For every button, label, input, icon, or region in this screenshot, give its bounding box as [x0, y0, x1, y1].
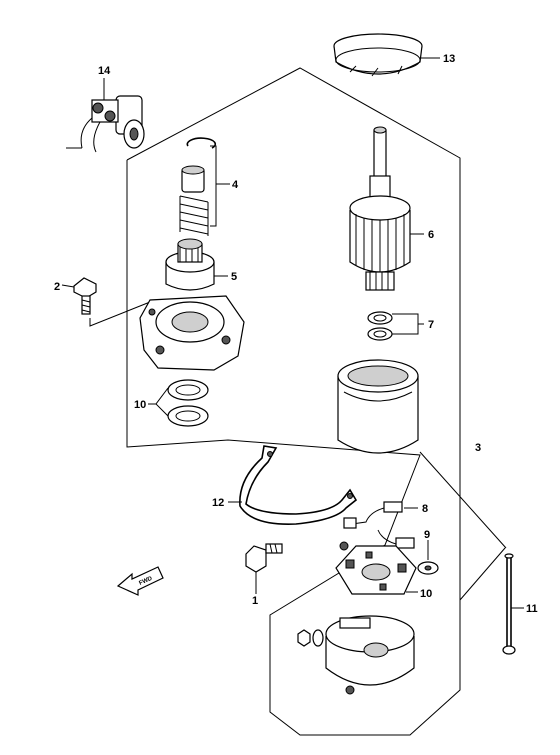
callout-2: 2	[54, 281, 60, 293]
forward-arrow-label: FWD	[138, 576, 154, 587]
front-bracket	[139, 295, 245, 371]
yoke-field-frame	[337, 359, 419, 454]
part-1-bolt	[245, 543, 283, 573]
part-4-stop-collar-spring	[179, 137, 217, 236]
part-2-bolt	[73, 277, 97, 315]
assembly-boundary-line	[126, 67, 461, 736]
callout-4: 4	[232, 179, 239, 191]
callout-10-lower: 10	[420, 588, 432, 600]
callout-10-upper: 10	[134, 399, 146, 411]
callout-3: 3	[475, 442, 481, 454]
callout-8: 8	[422, 503, 428, 515]
callout-6: 6	[428, 229, 434, 241]
callout-9: 9	[424, 529, 430, 541]
part-7-washers	[367, 311, 393, 341]
callout-1: 1	[252, 595, 258, 607]
part-14-solenoid	[66, 95, 145, 153]
callout-5: 5	[231, 271, 237, 283]
part-10-washers-upper	[167, 379, 209, 427]
rear-end-cover	[325, 615, 415, 695]
callout-11: 11	[526, 603, 538, 615]
callout-7: 7	[428, 319, 434, 331]
callout-14: 14	[98, 65, 111, 77]
callout-13: 13	[443, 53, 455, 65]
nut-and-washer	[297, 629, 324, 647]
callout-12: 12	[212, 497, 224, 509]
part-10-brush-holder	[335, 541, 417, 595]
part-13-ring	[333, 33, 423, 77]
part-6-armature	[349, 126, 411, 291]
part-8-brushes	[343, 501, 415, 549]
part-9-insulator	[417, 561, 439, 575]
part-12-strap	[239, 445, 358, 525]
forward-arrow-icon: FWD	[116, 566, 164, 596]
part-5-pinion	[165, 238, 215, 291]
part-11-through-bolt	[502, 553, 516, 655]
